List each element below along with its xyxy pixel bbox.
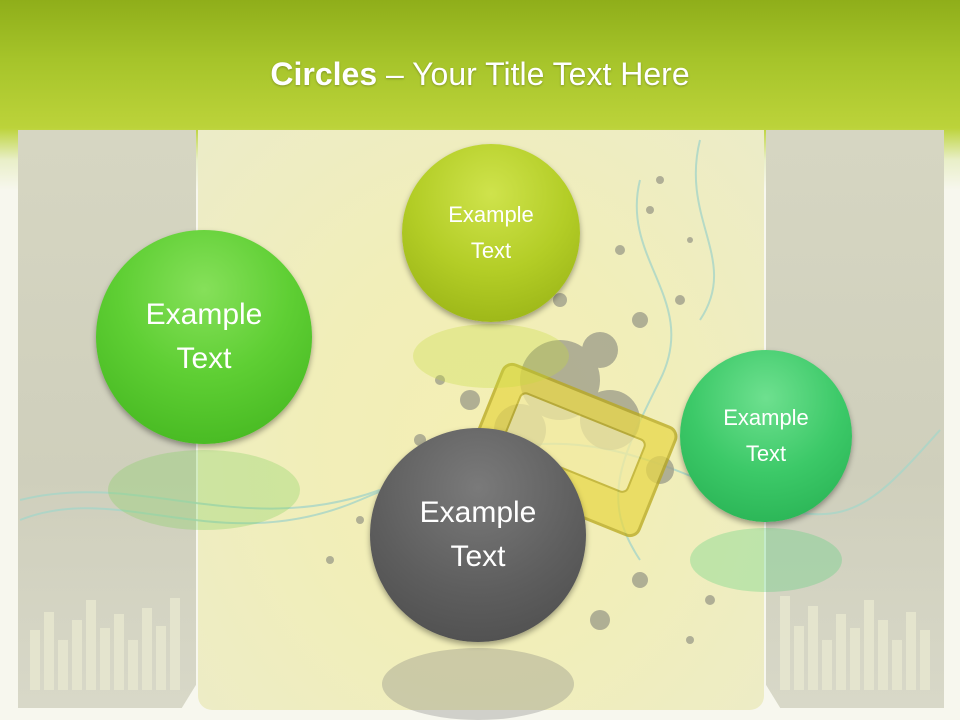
circle-label: Example Text <box>448 202 534 263</box>
circle-label: Example Text <box>145 298 263 375</box>
title-bold: Circles <box>270 56 378 92</box>
circle-yellow-top[interactable]: Example Text <box>402 144 580 322</box>
circle-gray-bottom[interactable]: Example Text <box>370 428 586 642</box>
title-rest: – Your Title Text Here <box>377 56 690 92</box>
circle-green-right[interactable]: Example Text <box>680 350 852 522</box>
slide-title: Circles – Your Title Text Here <box>0 52 960 96</box>
circle-green-left[interactable]: Example Text <box>96 230 312 444</box>
equalizer-left-icon <box>30 598 180 690</box>
equalizer-right-icon <box>780 596 930 690</box>
circle-label: Example Text <box>419 496 537 573</box>
circle-label: Example Text <box>723 405 809 466</box>
